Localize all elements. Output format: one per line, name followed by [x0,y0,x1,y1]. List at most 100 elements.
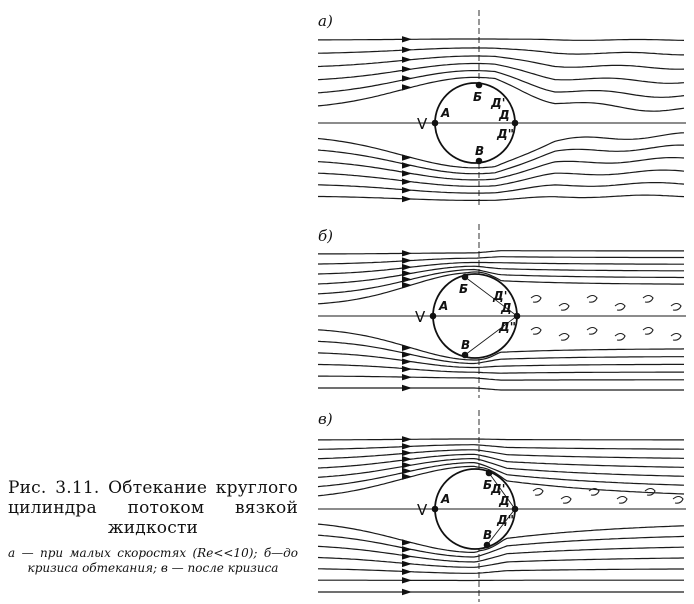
streamline [317,271,684,305]
wake-eddy [670,332,682,341]
flow-arrow [402,455,412,463]
streamline [318,438,684,441]
wake-eddy [642,294,654,303]
flow-arrow [402,178,412,185]
flow-arrow [402,539,412,546]
flow-arrow [402,344,412,351]
streamline [317,157,685,181]
flow-arrow [402,568,412,575]
point-label-d1: Д' [490,96,505,110]
wake-eddy [532,487,544,496]
panel-label: a) [318,12,333,30]
flow-arrow [402,56,412,63]
streamline [318,444,684,450]
flow-arrow [402,588,412,596]
flow-arrow [402,65,412,73]
flow-arrow [402,263,412,271]
point-label-d: Д [500,301,512,315]
separation-line [464,315,518,356]
flow-arrow [402,436,412,443]
streamline [318,47,684,56]
streamline [317,545,684,563]
flow-arrow [402,75,412,82]
point-label-d: Д [498,108,510,122]
point-label-d2: Д" [496,127,514,141]
wake-eddy [558,302,570,311]
panel-label: в) [318,410,333,428]
streamline [317,144,684,175]
panel-label: б) [318,227,333,245]
flow-arrow [402,365,412,373]
point-label-b: Б [473,90,482,104]
streamline [317,182,685,194]
streamline [318,363,684,374]
flow-arrow [402,186,412,194]
wake-eddy [614,332,626,341]
wake-eddy [530,294,542,303]
point-label-d2: Д" [498,320,516,334]
streamline [318,568,684,574]
streamline [318,375,684,381]
caption-title: Рис. 3.11. Обтекание круглого цилиндра п… [8,478,298,538]
point-label-b: Б [483,478,492,492]
streamline [318,38,685,41]
point-A [429,312,437,320]
separation-line [464,276,518,317]
flow-arrow [402,270,412,277]
point-A [431,119,439,127]
wake-eddy [530,326,542,335]
figure-caption: Рис. 3.11. Обтекание круглого цилиндра п… [8,478,298,576]
flow-arrow [402,195,412,203]
point-label-a: A [440,106,450,120]
wake-eddy [588,487,600,496]
wake-eddy [644,487,656,496]
wake-eddy [560,495,572,504]
streamline [318,194,685,201]
streamline [317,55,685,70]
wake-eddy [558,332,570,341]
point-label-v: В [483,528,492,542]
point-label-d1: Д' [492,289,507,303]
streamline [317,449,684,460]
flow-arrow [402,560,412,568]
streamline [318,387,684,391]
flow-arrow [402,351,412,358]
flow-arrow [402,461,412,469]
flow-arrow [402,373,412,381]
flow-arrow [402,257,412,264]
point-label-v: В [461,338,470,352]
flow-velocity-label: V [415,308,426,326]
streamline [317,268,684,295]
flow-arrow [402,358,412,365]
streamline [317,340,684,365]
point-label-v: В [475,144,484,158]
streamline [317,70,685,98]
streamline [317,534,685,558]
point-D [511,119,519,127]
streamline [317,523,685,553]
flow-arrow [402,36,412,43]
flow-arrow [402,170,412,177]
streamline [318,250,684,255]
point-label-d2: Д" [496,513,514,527]
flow-arrow [402,162,412,169]
flow-arrow [402,46,412,54]
flow-arrow [402,553,412,560]
flow-arrow [402,546,412,553]
flow-arrow [402,154,412,161]
streamline [317,169,685,187]
streamline [317,76,685,112]
wake-eddy [672,495,684,504]
flow-arrow [402,84,412,91]
point-A [431,505,439,513]
separation-line [488,472,516,510]
flow-velocity-label: V [417,501,428,519]
wake-eddy [586,294,598,303]
streamline [317,132,685,169]
point-label-d: Д [498,494,510,508]
streamline [317,329,685,361]
